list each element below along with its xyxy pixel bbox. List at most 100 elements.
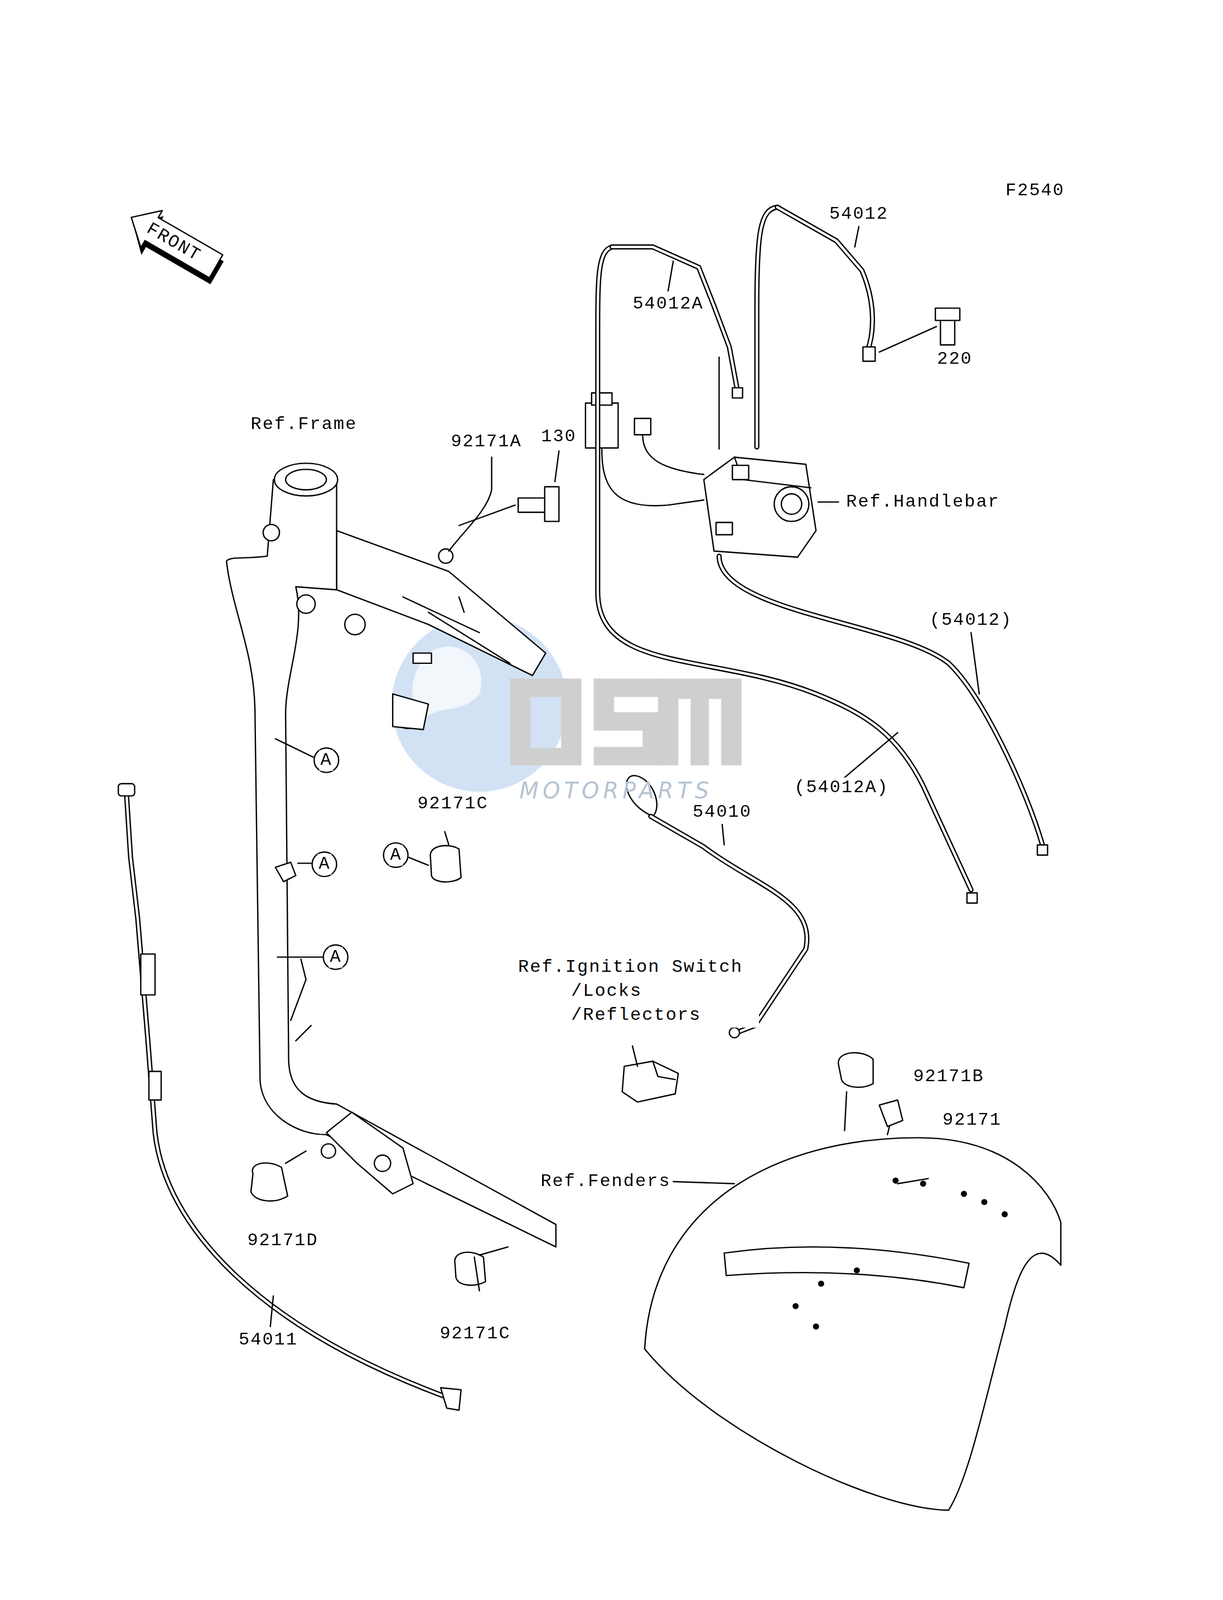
fender bbox=[818, 1279, 825, 1287]
clutch-cable bbox=[118, 783, 462, 1410]
clutch-cable bbox=[126, 793, 449, 1398]
callout-number: A bbox=[317, 853, 332, 875]
fender bbox=[673, 1178, 928, 1184]
throttle-cable bbox=[967, 892, 978, 903]
handlebar-switch bbox=[585, 403, 619, 448]
callout-number: A bbox=[388, 844, 403, 866]
reference-marker bbox=[383, 842, 409, 868]
clutch-cable bbox=[118, 783, 135, 796]
throttle-cable bbox=[756, 206, 778, 447]
reference-marker bbox=[313, 747, 339, 773]
callout-number: 92171C bbox=[438, 1323, 512, 1345]
fender bbox=[920, 1180, 927, 1187]
handlebar-switch bbox=[591, 392, 613, 405]
frame-drawing bbox=[226, 479, 557, 1247]
watermark-logo bbox=[510, 678, 582, 765]
handlebar-switch bbox=[703, 456, 816, 557]
callout-number: A bbox=[318, 750, 333, 771]
clamp bbox=[250, 1162, 288, 1201]
clamp bbox=[879, 1099, 903, 1127]
fender bbox=[892, 1177, 899, 1184]
fender bbox=[1001, 1210, 1008, 1217]
ignition-bracket bbox=[622, 1060, 679, 1102]
part-label: Ref.Frame bbox=[249, 414, 359, 435]
part-label: Ref.Handlebar bbox=[844, 491, 1002, 513]
clutch-cable bbox=[270, 1295, 274, 1327]
reference-marker bbox=[275, 738, 429, 957]
throttle-cable bbox=[611, 247, 738, 391]
fender bbox=[792, 1302, 799, 1309]
watermark: MOTORPARTS bbox=[518, 777, 715, 804]
throttle-cable bbox=[756, 206, 778, 447]
front-arrow bbox=[117, 198, 231, 292]
clamp bbox=[454, 1251, 486, 1285]
callout-number: (54012) bbox=[928, 610, 1014, 631]
reference-marker bbox=[312, 851, 337, 877]
callout-number: 92171D bbox=[245, 1230, 319, 1251]
throttle-cable bbox=[611, 247, 738, 391]
frame-drawing bbox=[263, 524, 280, 541]
bolt bbox=[544, 486, 560, 521]
clamp bbox=[448, 456, 492, 551]
frame-drawing bbox=[290, 958, 312, 1041]
fender bbox=[813, 1322, 820, 1329]
choke-cable bbox=[722, 824, 725, 845]
callout-number: 92171A bbox=[449, 431, 523, 453]
callout-number: 220 bbox=[935, 349, 974, 370]
handlebar-switch bbox=[716, 522, 733, 535]
throttle-cable bbox=[718, 556, 1043, 845]
frame-drawing bbox=[344, 614, 366, 635]
handlebar-switch bbox=[634, 418, 651, 435]
frame-drawing bbox=[296, 594, 316, 613]
part-label: Ref.Ignition Switch /Locks /Reflectors bbox=[518, 954, 760, 1028]
clutch-cable bbox=[126, 793, 449, 1398]
fender bbox=[644, 1137, 1061, 1510]
frame-drawing bbox=[321, 1143, 336, 1158]
handlebar-switch bbox=[642, 434, 704, 475]
frame-drawing bbox=[392, 693, 429, 730]
clamp bbox=[838, 1052, 873, 1087]
frame-drawing bbox=[413, 653, 432, 664]
callout-number: 54012A bbox=[631, 293, 705, 315]
ignition-bracket bbox=[632, 1045, 676, 1080]
fender bbox=[724, 1246, 970, 1288]
reference-marker bbox=[323, 944, 348, 970]
callout-number: 130 bbox=[539, 426, 578, 448]
clamp bbox=[430, 845, 462, 882]
callout-number: 92171C bbox=[416, 793, 490, 815]
handlebar-switch bbox=[585, 356, 839, 557]
throttle-cable bbox=[1037, 844, 1048, 855]
throttle-cable bbox=[862, 346, 876, 362]
callout-number: 54012 bbox=[828, 204, 890, 225]
frame-drawing bbox=[374, 1154, 391, 1172]
fender bbox=[960, 1190, 968, 1197]
watermark-logo bbox=[391, 616, 742, 792]
callout-number: 54010 bbox=[691, 801, 753, 823]
frame-drawing bbox=[274, 462, 338, 496]
reference-marker bbox=[275, 738, 429, 969]
frame-drawing bbox=[226, 462, 557, 1247]
callout-number: A bbox=[328, 946, 343, 968]
watermark-logo bbox=[658, 678, 742, 765]
watermark-logo bbox=[593, 678, 663, 765]
clutch-cable bbox=[140, 953, 156, 995]
frame-drawing bbox=[326, 1112, 413, 1194]
callout-number: F2540 bbox=[1004, 180, 1066, 202]
clamp bbox=[275, 862, 297, 882]
bolt bbox=[518, 498, 547, 513]
frame-drawing bbox=[285, 469, 327, 490]
bolt bbox=[935, 307, 960, 321]
callout-number: FRONT bbox=[141, 218, 206, 268]
clutch-cable bbox=[440, 1387, 462, 1410]
callout-number: 92171 bbox=[941, 1109, 1003, 1131]
fender bbox=[981, 1198, 988, 1205]
fender bbox=[853, 1267, 860, 1274]
front-arrow bbox=[120, 198, 227, 285]
callout-number: 54011 bbox=[237, 1329, 299, 1351]
handlebar-switch bbox=[774, 486, 809, 521]
ignition-bracket bbox=[622, 1045, 679, 1102]
bolt bbox=[940, 318, 955, 346]
callout-number: (54012A) bbox=[793, 777, 891, 799]
